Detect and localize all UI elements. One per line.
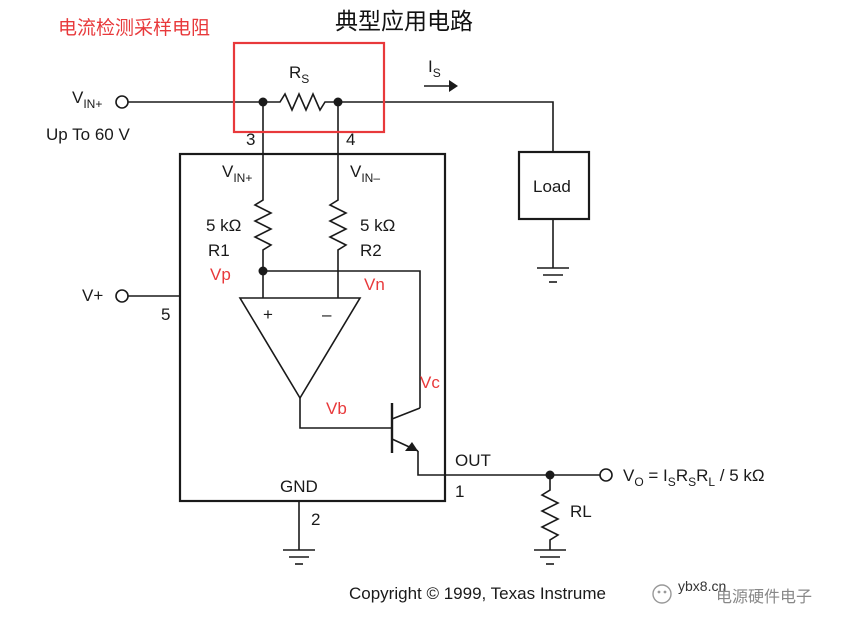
watermark-site: ybx8.cn — [678, 578, 726, 594]
rl-label: RL — [570, 502, 592, 521]
r1-resistor — [253, 154, 273, 271]
wires — [128, 85, 600, 565]
watermark-brand: 电源硬件电子 — [716, 587, 812, 606]
rs-label: RS — [289, 63, 309, 86]
opamp-minus-label: – — [322, 305, 332, 324]
junction-dots — [258, 97, 555, 480]
vc-label: Vc — [420, 373, 440, 392]
opamp-plus-label: + — [263, 305, 273, 324]
copyright-text: Copyright © 1999, Texas Instrume — [349, 584, 606, 603]
watermark: ybx8.cn 电源硬件电子 — [652, 578, 812, 606]
r1-name-label: R1 — [208, 241, 230, 260]
vplus-label: V+ — [82, 286, 103, 305]
vin-plus-label: VIN+ — [72, 88, 102, 111]
rs-resistor — [263, 92, 338, 112]
up-to-label: Up To 60 V — [46, 125, 130, 144]
wechat-icon — [652, 584, 672, 604]
pin5-label: 5 — [161, 305, 170, 324]
rs-annotation: 电流检测采样电阻 — [58, 17, 210, 39]
pin2-label: 2 — [311, 510, 320, 529]
vp-label: Vp — [210, 265, 231, 284]
r1-value-label: 5 kΩ — [206, 216, 241, 235]
gnd-label: GND — [280, 477, 318, 496]
op-amp — [238, 297, 362, 400]
ic-body — [178, 152, 447, 503]
r2-resistor — [328, 154, 348, 298]
pin4-label: 4 — [346, 130, 355, 149]
load-box — [517, 150, 591, 221]
is-arrow-head — [449, 80, 458, 92]
pin3-label: 3 — [246, 130, 255, 149]
vin-int-minus-label: VIN– — [350, 162, 380, 185]
load-label: Load — [533, 177, 571, 196]
vin-int-plus-label: VIN+ — [222, 162, 252, 185]
emitter-arrow — [405, 442, 418, 451]
rl-resistor — [540, 475, 560, 550]
pin1-label: 1 — [455, 482, 464, 501]
rs-highlight-box — [232, 41, 386, 134]
vo-formula-label: VO = ISRSRL / 5 kΩ — [623, 466, 765, 489]
diagram-title: 典型应用电路 — [335, 9, 473, 35]
r2-name-label: R2 — [360, 241, 382, 260]
is-label: IS — [428, 57, 441, 80]
vb-label: Vb — [326, 399, 347, 418]
r2-value-label: 5 kΩ — [360, 216, 395, 235]
terminals — [115, 95, 613, 482]
vn-label: Vn — [364, 275, 385, 294]
out-label: OUT — [455, 451, 491, 470]
